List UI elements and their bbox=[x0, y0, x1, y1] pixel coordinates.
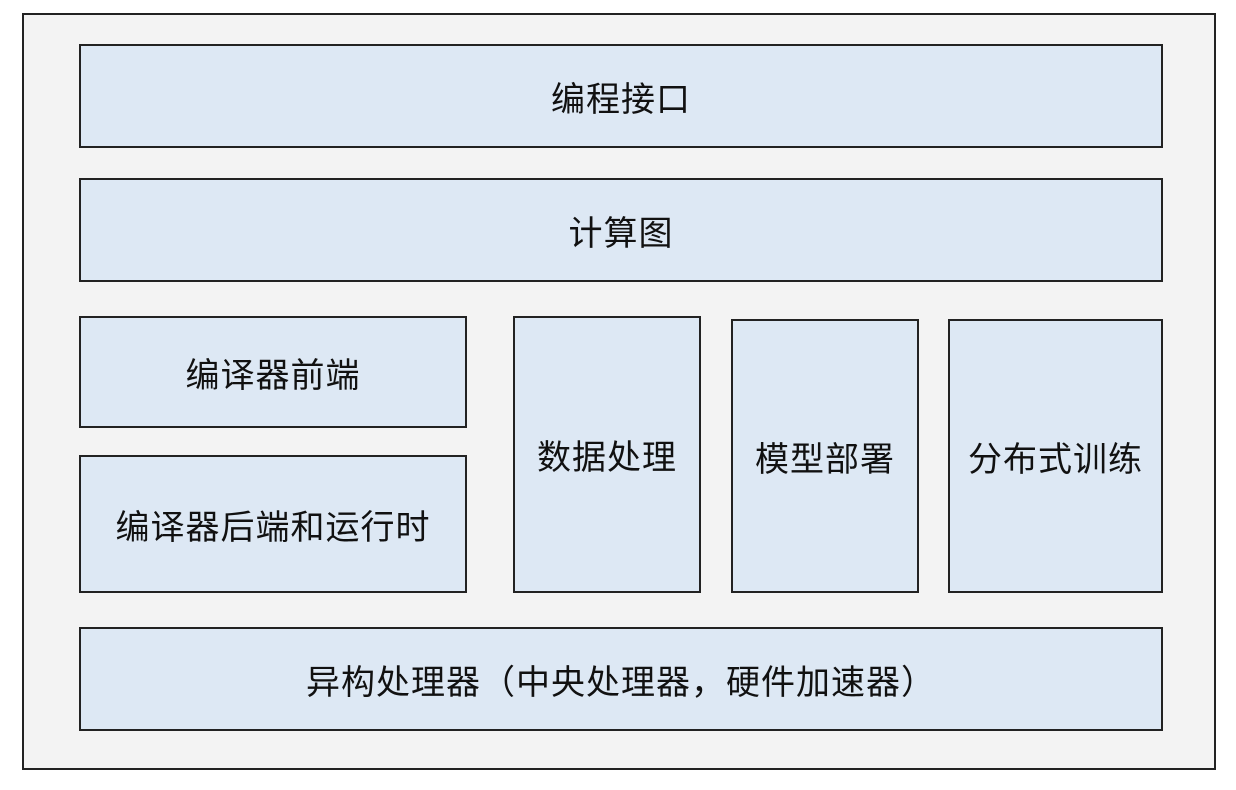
programming-interface-layer: 编程接口 bbox=[79, 44, 1163, 148]
heterogeneous-processors-label: 异构处理器（中央处理器，硬件加速器） bbox=[306, 662, 936, 703]
heterogeneous-processors-layer: 异构处理器（中央处理器，硬件加速器） bbox=[79, 627, 1163, 731]
model-deployment-block: 模型部署 bbox=[731, 319, 919, 593]
model-deployment-label: 模型部署 bbox=[755, 439, 895, 480]
computation-graph-label: 计算图 bbox=[568, 213, 674, 254]
compiler-frontend-label: 编译器前端 bbox=[185, 355, 361, 396]
compiler-backend-runtime-block: 编译器后端和运行时 bbox=[79, 455, 467, 593]
data-processing-label: 数据处理 bbox=[537, 438, 677, 478]
distributed-training-block: 分布式训练 bbox=[948, 319, 1163, 593]
compiler-frontend-block: 编译器前端 bbox=[79, 316, 467, 428]
programming-interface-label: 编程接口 bbox=[551, 79, 691, 120]
compiler-backend-runtime-label: 编译器后端和运行时 bbox=[115, 507, 431, 548]
distributed-training-label: 分布式训练 bbox=[968, 439, 1143, 480]
computation-graph-layer: 计算图 bbox=[79, 178, 1163, 282]
data-processing-block: 数据处理 bbox=[513, 316, 701, 593]
